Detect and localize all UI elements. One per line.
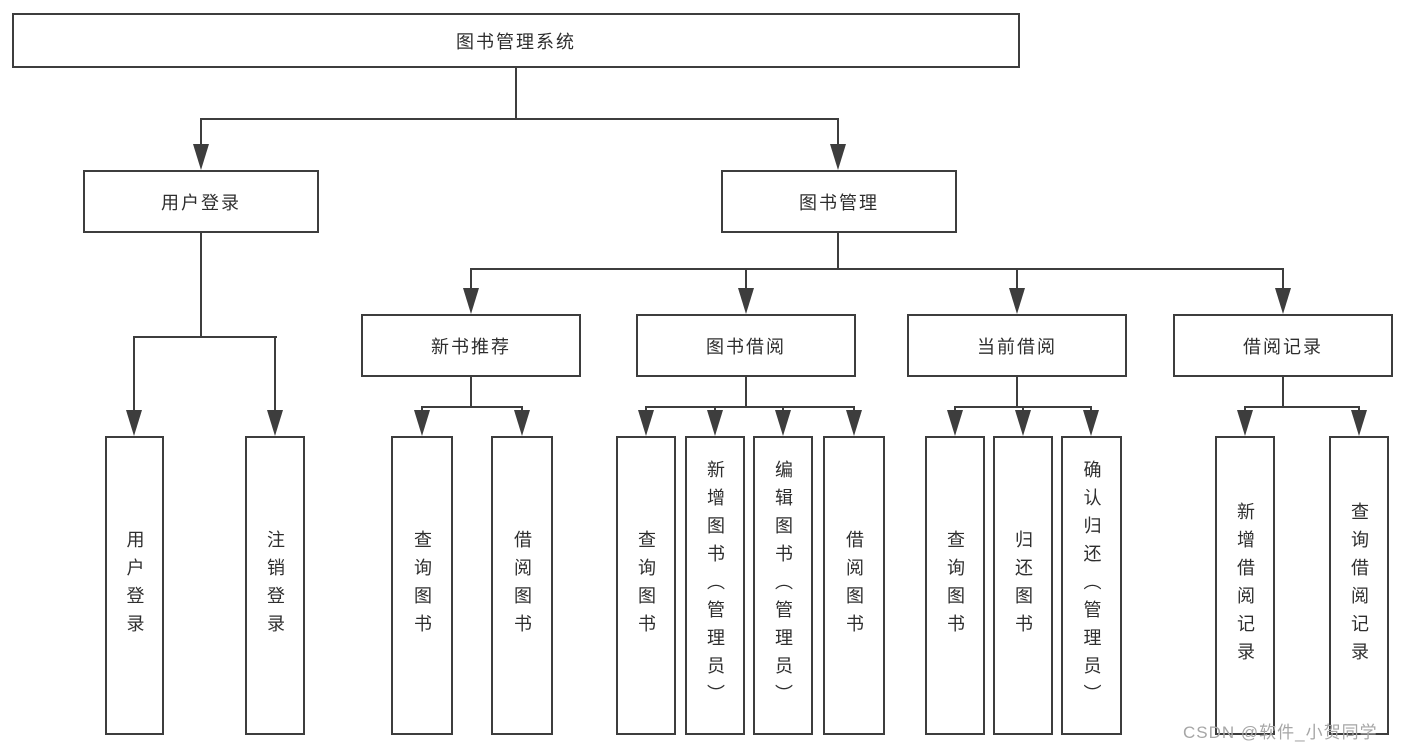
- leaf-confirm-return-admin: 确认归还（管理员）: [1061, 436, 1122, 735]
- leaf-logout: 注销登录: [245, 436, 305, 735]
- arrow-down-icon: [126, 410, 142, 436]
- connector-drop-leaf-user-login: [133, 336, 135, 413]
- connector-drop-current-borrowing: [1016, 268, 1018, 290]
- arrow-down-icon: [846, 410, 862, 436]
- node-book-borrowing: 图书借阅: [636, 314, 856, 377]
- leaf-edit-books-admin: 编辑图书（管理员）: [753, 436, 813, 735]
- connector-book-mgmt-bus: [470, 268, 1284, 270]
- arrow-down-icon: [947, 410, 963, 436]
- connector-records-bus: [1244, 406, 1360, 408]
- node-borrowing-records: 借阅记录: [1173, 314, 1393, 377]
- arrow-down-icon: [638, 410, 654, 436]
- node-root-library-system: 图书管理系统: [12, 13, 1020, 68]
- node-new-book-recommendation: 新书推荐: [361, 314, 581, 377]
- leaf-query-borrow-record: 查询借阅记录: [1329, 436, 1389, 735]
- arrow-down-icon: [1275, 288, 1291, 314]
- arrow-down-icon: [707, 410, 723, 436]
- arrow-down-icon: [1009, 288, 1025, 314]
- leaf-add-borrow-record: 新增借阅记录: [1215, 436, 1275, 735]
- arrow-down-icon: [775, 410, 791, 436]
- arrow-down-icon: [414, 410, 430, 436]
- connector-drop-user-login: [200, 118, 202, 150]
- connector-user-login-stem: [200, 233, 202, 338]
- arrow-down-icon: [463, 288, 479, 314]
- leaf-query-books-recommend: 查询图书: [391, 436, 453, 735]
- connector-new-rec-bus: [421, 406, 523, 408]
- connector-borrowing-bus: [645, 406, 855, 408]
- arrow-down-icon: [830, 144, 846, 170]
- leaf-return-books: 归还图书: [993, 436, 1053, 735]
- arrow-down-icon: [1237, 410, 1253, 436]
- leaf-query-books-current: 查询图书: [925, 436, 985, 735]
- connector-records-stem: [1282, 377, 1284, 408]
- arrow-down-icon: [1083, 410, 1099, 436]
- node-book-management: 图书管理: [721, 170, 957, 233]
- leaf-borrow-books-recommend: 借阅图书: [491, 436, 553, 735]
- connector-root-stem: [515, 68, 517, 118]
- connector-drop-new-book-rec: [470, 268, 472, 290]
- leaf-user-login: 用户登录: [105, 436, 164, 735]
- arrow-down-icon: [193, 144, 209, 170]
- node-user-login: 用户登录: [83, 170, 319, 233]
- arrow-down-icon: [1351, 410, 1367, 436]
- connector-borrowing-stem: [745, 377, 747, 408]
- csdn-watermark: CSDN @软件_小贺同学: [1183, 723, 1378, 742]
- arrow-down-icon: [738, 288, 754, 314]
- connector-drop-borrowing-records: [1282, 268, 1284, 290]
- connector-book-mgmt-stem: [837, 233, 839, 270]
- arrow-down-icon: [1015, 410, 1031, 436]
- node-current-borrowing: 当前借阅: [907, 314, 1127, 377]
- leaf-add-books-admin: 新增图书（管理员）: [685, 436, 745, 735]
- connector-current-stem: [1016, 377, 1018, 408]
- arrow-down-icon: [267, 410, 283, 436]
- connector-root-bus: [200, 118, 839, 120]
- leaf-query-books-borrow: 查询图书: [616, 436, 676, 735]
- connector-user-login-bus: [133, 336, 277, 338]
- connector-drop-leaf-logout: [274, 336, 276, 413]
- arrow-down-icon: [514, 410, 530, 436]
- connector-drop-book-management: [837, 118, 839, 150]
- connector-new-rec-stem: [470, 377, 472, 408]
- connector-drop-book-borrowing: [745, 268, 747, 290]
- leaf-borrow-books: 借阅图书: [823, 436, 885, 735]
